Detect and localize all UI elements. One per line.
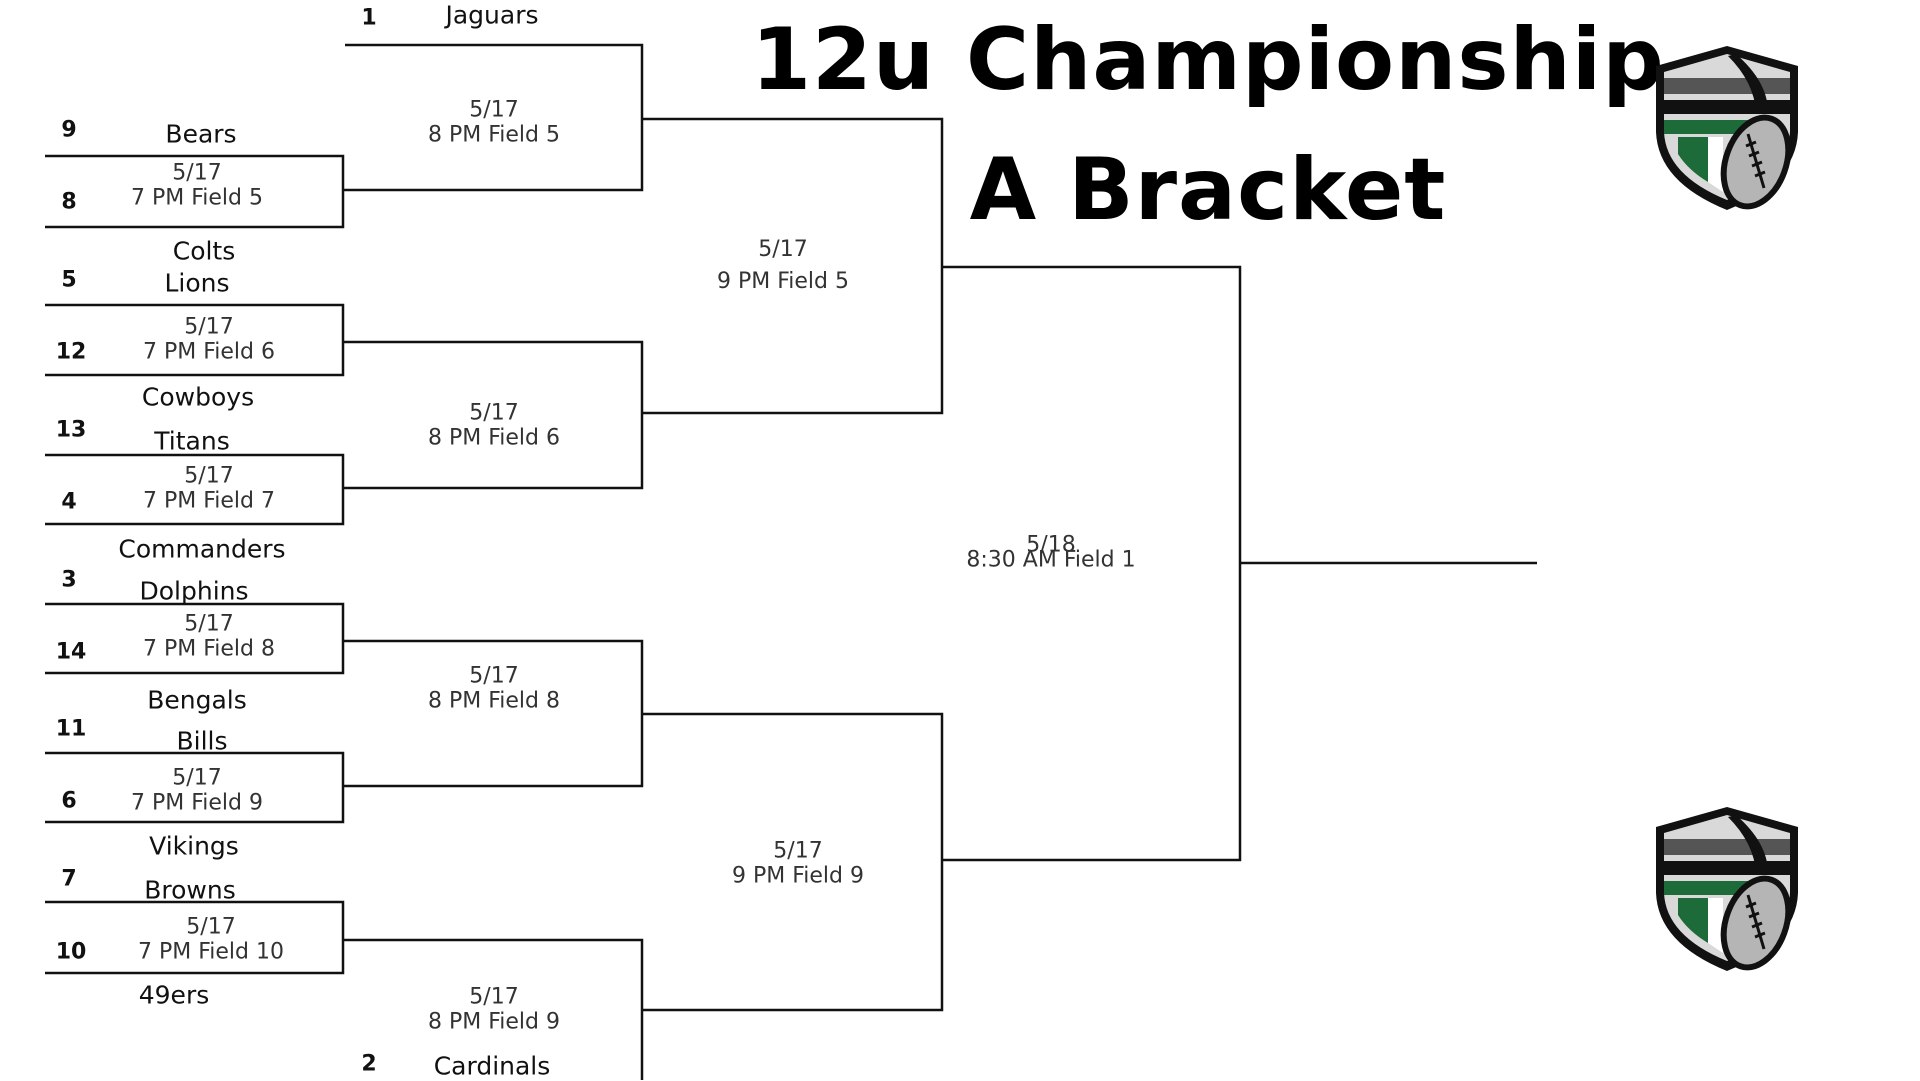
game-date: 5/17 <box>186 914 236 940</box>
team-name: Commanders <box>118 534 286 564</box>
title-line-1: 12u Championship <box>751 10 1665 110</box>
team-name: Colts <box>172 236 236 266</box>
game-schedule: 5/17 9 PM Field 9 <box>732 839 864 890</box>
game-date: 5/17 <box>469 400 519 426</box>
r1-game-4-box <box>45 602 345 675</box>
game-schedule: 5/17 7 PM Field 6 <box>143 315 275 366</box>
game-date: 5/17 <box>172 765 222 791</box>
team-name: Bears <box>165 119 237 149</box>
final-schedule: 5/18 8:30 AM Field 1 <box>966 532 1136 573</box>
team-name: Lions <box>164 268 230 298</box>
game-date: 5/17 <box>469 663 519 689</box>
game-time-field: 9 PM Field 9 <box>732 864 864 889</box>
seed-label: 3 <box>61 567 77 593</box>
r1-game-2-box <box>45 303 345 377</box>
r1-game-6-box <box>45 900 345 975</box>
seed-label: 12 <box>55 339 87 365</box>
team-name: Vikings <box>149 831 239 861</box>
game-schedule: 5/17 8 PM Field 8 <box>428 664 560 715</box>
game-schedule: 5/17 7 PM Field 9 <box>131 766 263 817</box>
team-name: Cowboys <box>141 382 255 412</box>
game-time-field: 7 PM Field 10 <box>138 940 284 965</box>
team-name: Browns <box>144 875 236 905</box>
game-time-field: 7 PM Field 6 <box>143 340 275 365</box>
seed-label: 6 <box>61 788 77 814</box>
game-time-field: 7 PM Field 7 <box>143 489 275 514</box>
r1-game-5-box <box>45 751 345 824</box>
game-time-field: 8 PM Field 8 <box>428 689 560 714</box>
shield-football-logo <box>1656 807 1798 971</box>
seed-label: 10 <box>55 939 87 965</box>
game-schedule: 5/17 7 PM Field 10 <box>138 915 284 966</box>
team-name: Cardinals <box>433 1051 551 1081</box>
game-date: 5/17 <box>469 97 519 123</box>
team-name: Dolphins <box>139 576 249 606</box>
game-date: 5/17 <box>758 237 808 263</box>
game-schedule: 5/17 7 PM Field 7 <box>143 464 275 515</box>
seed-label: 14 <box>55 639 87 665</box>
team-name: Titans <box>154 426 230 456</box>
r1-game-3-box <box>45 453 345 526</box>
game-schedule: 5/17 9 PM Field 5 <box>717 234 849 298</box>
game-time-field: 7 PM Field 9 <box>131 791 263 816</box>
game-date: 5/17 <box>184 463 234 489</box>
game-date: 5/18 <box>1026 532 1076 558</box>
seed-label: 5 <box>61 267 77 293</box>
game-date: 5/17 <box>773 838 823 864</box>
game-date: 5/17 <box>469 984 519 1010</box>
seed-label: 9 <box>61 117 77 143</box>
seed-label: 8 <box>61 189 77 215</box>
game-schedule: 5/17 7 PM Field 8 <box>143 612 275 663</box>
game-time-field: 8 PM Field 6 <box>428 426 560 451</box>
game-time-field: 8 PM Field 9 <box>428 1010 560 1035</box>
title-line-2: A Bracket <box>969 140 1447 240</box>
game-time-field: 8:30 AM Field 1 <box>966 548 1136 573</box>
team-name: Bengals <box>147 685 247 715</box>
shield-football-logo <box>1656 46 1798 210</box>
game-date: 5/17 <box>172 160 222 186</box>
seed-label: 7 <box>61 866 77 892</box>
seed-label: 11 <box>55 716 87 742</box>
game-time-field: 9 PM Field 5 <box>717 269 849 294</box>
team-name: Jaguars <box>445 0 539 30</box>
r2-game-2-box <box>343 340 644 490</box>
r2-game-4-box <box>343 938 644 1080</box>
seed-label: 13 <box>55 417 87 443</box>
r2-game-1-box <box>343 43 644 192</box>
semi-2-box <box>642 712 944 1012</box>
game-schedule: 5/17 8 PM Field 9 <box>428 985 560 1036</box>
game-date: 5/17 <box>184 611 234 637</box>
game-schedule: 5/17 8 PM Field 5 <box>428 98 560 149</box>
team-name: 49ers <box>138 980 210 1010</box>
game-schedule: 5/17 8 PM Field 6 <box>428 401 560 452</box>
seed-label: 4 <box>61 489 77 515</box>
r1-game-1-box <box>45 154 345 229</box>
seed-label: 1 <box>361 5 377 31</box>
seed-label: 2 <box>361 1051 377 1077</box>
game-time-field: 8 PM Field 5 <box>428 123 560 148</box>
game-time-field: 7 PM Field 8 <box>143 637 275 662</box>
team-name: Bills <box>176 726 228 756</box>
game-schedule: 5/17 7 PM Field 5 <box>131 161 263 212</box>
game-time-field: 7 PM Field 5 <box>131 186 263 211</box>
game-date: 5/17 <box>184 314 234 340</box>
